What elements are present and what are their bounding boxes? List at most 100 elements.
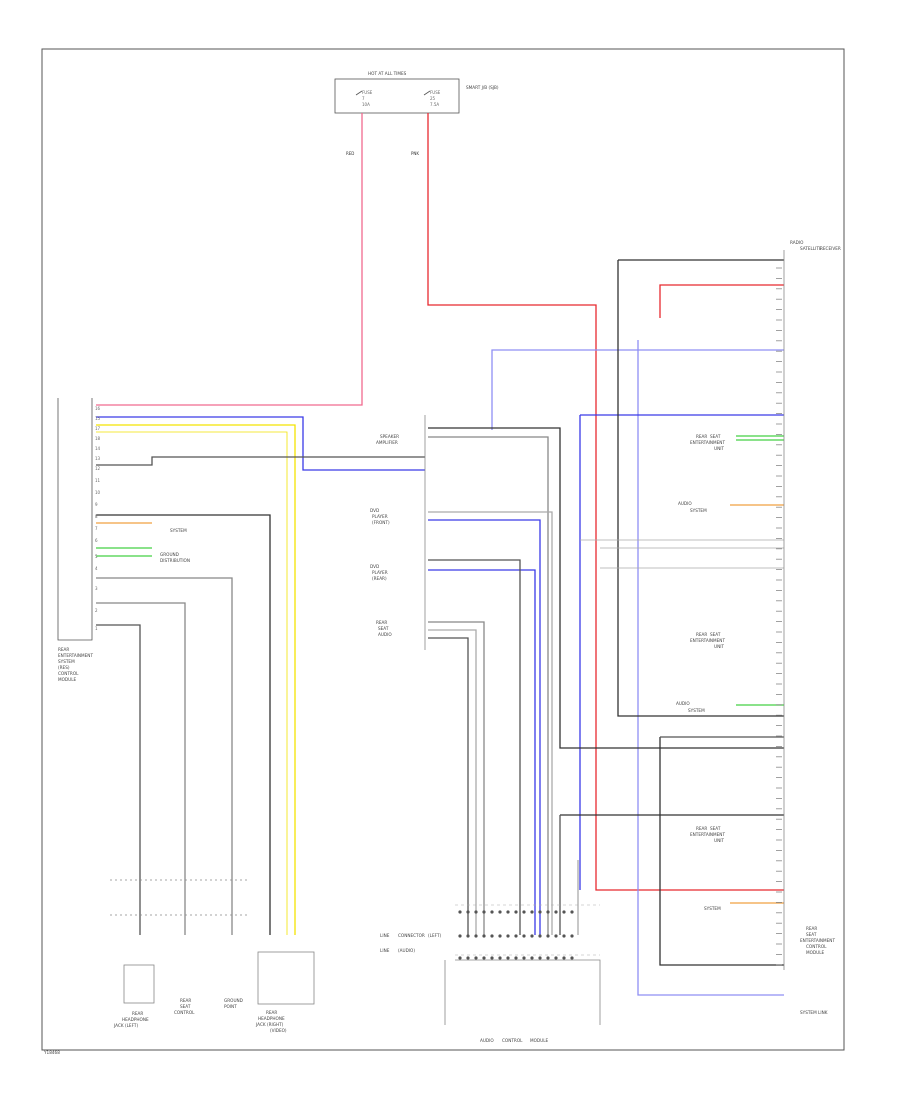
middle-label-2a: DVD bbox=[370, 508, 379, 513]
terminal-dot bbox=[458, 934, 462, 938]
ground-label-2: POINT bbox=[224, 1004, 237, 1009]
right-group-5-c: ENTERTAINMENT bbox=[690, 832, 725, 837]
headphone-left-label-1: REAR bbox=[132, 1011, 143, 1016]
left-module-label-6: MODULE bbox=[58, 677, 77, 682]
right-module-title-1: RADIO bbox=[790, 240, 804, 245]
terminal-dot bbox=[506, 910, 510, 914]
fuse-left-line-2: 7 bbox=[362, 96, 365, 101]
bottom-middle-sub-1: LINE bbox=[380, 948, 390, 953]
left-pin-12: 12 bbox=[95, 466, 101, 471]
fuse-box-side-label: SMART J/B (SJB) bbox=[466, 85, 499, 90]
left-annotation-ground-2: DISTRIBUTION bbox=[160, 558, 190, 563]
left-module-label-5: CONTROL bbox=[58, 671, 79, 676]
terminal-dot bbox=[466, 910, 470, 914]
terminal-dot bbox=[554, 934, 558, 938]
left-annotation-ground-1: GROUND bbox=[160, 552, 179, 557]
diagram-frame bbox=[41, 48, 845, 1051]
middle-label-2c: (FRONT) bbox=[372, 520, 390, 525]
terminal-dot bbox=[522, 910, 526, 914]
left-pin-6: 6 bbox=[95, 538, 98, 543]
rear-seat-label-3: CONTROL bbox=[174, 1010, 195, 1015]
rear-seat-label-2: SEAT bbox=[180, 1004, 191, 1009]
terminal-dot bbox=[498, 934, 502, 938]
ground-label-1: GROUND bbox=[224, 998, 243, 1003]
fuse-box-title: HOT AT ALL TIMES bbox=[368, 71, 407, 76]
wires bbox=[96, 113, 784, 996]
right-pins bbox=[776, 267, 782, 966]
fuse-right-line-3: 7.5A bbox=[430, 102, 439, 107]
middle-label-4a: REAR bbox=[376, 620, 387, 625]
right-group-1-c: ENTERTAINMENT bbox=[690, 440, 725, 445]
left-pin-2: 2 bbox=[95, 608, 98, 613]
right-bottom-label-2: SEAT bbox=[806, 932, 817, 937]
terminal-dot bbox=[562, 934, 566, 938]
bottom-middle-title-2: CONNECTOR bbox=[398, 933, 425, 938]
terminal-dot bbox=[466, 956, 470, 960]
right-group-5-d: UNIT bbox=[714, 838, 724, 843]
terminal-dot bbox=[570, 910, 574, 914]
right-group-4-a: AUDIO bbox=[676, 701, 690, 706]
terminal-dot bbox=[514, 910, 518, 914]
left-module-label-3: SYSTEM bbox=[58, 659, 75, 664]
right-group-3-c: ENTERTAINMENT bbox=[690, 638, 725, 643]
bottom-middle-module: LINE CONNECTOR (LEFT) LINE (AUDIO) AUDIO… bbox=[380, 904, 601, 1043]
terminal-dot bbox=[506, 956, 510, 960]
left-pin-13: 13 bbox=[95, 456, 101, 461]
terminal-dot bbox=[490, 910, 494, 914]
left-pin-10: 10 bbox=[95, 490, 101, 495]
right-module-title-3: RECEIVER bbox=[820, 246, 841, 251]
left-pin-8: 8 bbox=[95, 514, 98, 519]
right-group-1-b: SEAT bbox=[710, 434, 721, 439]
fuse-right-line-2: 25 bbox=[430, 96, 436, 101]
terminal-dot bbox=[562, 956, 566, 960]
bottom-middle-box-2: CONTROL bbox=[502, 1038, 523, 1043]
terminal-dot bbox=[522, 934, 526, 938]
middle-label-3b: PLAYER bbox=[372, 570, 388, 575]
terminal-dot bbox=[570, 956, 574, 960]
terminal-dot bbox=[482, 956, 486, 960]
right-group-1-d: UNIT bbox=[714, 446, 724, 451]
bottom-middle-sub-2: (AUDIO) bbox=[398, 948, 415, 953]
middle-label-1a: SPEAKER bbox=[380, 434, 399, 439]
middle-label-4b: SEAT bbox=[378, 626, 389, 631]
right-bottom-sub: SYSTEM LINK bbox=[800, 1010, 828, 1015]
left-pin-14: 14 bbox=[95, 446, 101, 451]
fuse-left-line-1: FUSE bbox=[362, 90, 373, 95]
right-module: RADIO SATELLITE RECEIVER REAR SEAT ENTER… bbox=[676, 240, 841, 1015]
right-group-5-a: REAR bbox=[696, 826, 707, 831]
terminal-dot bbox=[554, 910, 558, 914]
headphone-left-label-2: HEADPHONE bbox=[122, 1017, 149, 1022]
bottom-middle-box-3: MODULE bbox=[530, 1038, 549, 1043]
terminal-dot bbox=[474, 956, 478, 960]
fuse-box: HOT AT ALL TIMES SMART J/B (SJB) FUSE 7 … bbox=[334, 71, 499, 114]
left-pin-11: 11 bbox=[95, 478, 101, 483]
middle-label-3a: DVD bbox=[370, 564, 379, 569]
terminal-dot bbox=[474, 910, 478, 914]
terminal-dot bbox=[514, 934, 518, 938]
left-pin-9: 9 bbox=[95, 502, 98, 507]
terminal-dot bbox=[458, 910, 462, 914]
wire-label-pink: PNK bbox=[411, 151, 419, 156]
rear-seat-label-1: REAR bbox=[180, 998, 191, 1003]
terminal-dot bbox=[482, 934, 486, 938]
middle-label-1b: AMPLIFIER bbox=[376, 440, 398, 445]
headphone-right-label-2: HEADPHONE bbox=[258, 1016, 285, 1021]
terminal-dot bbox=[514, 956, 518, 960]
left-pin-18: 18 bbox=[95, 436, 101, 441]
terminal-dot bbox=[482, 910, 486, 914]
left-module-label-4: (RES) bbox=[58, 665, 70, 670]
middle-label-3c: (REAR) bbox=[372, 576, 387, 581]
terminal-dot bbox=[466, 934, 470, 938]
terminal-dot bbox=[562, 910, 566, 914]
headphone-right-label-4: (VIDEO) bbox=[270, 1028, 287, 1033]
terminal-dot bbox=[458, 956, 462, 960]
right-group-1-a: REAR bbox=[696, 434, 707, 439]
middle-connector: SPEAKER AMPLIFIER DVD PLAYER (FRONT) DVD… bbox=[370, 415, 426, 650]
left-pin-16: 16 bbox=[95, 406, 101, 411]
headphone-left-label-3: JACK (LEFT) bbox=[113, 1023, 138, 1028]
terminal-dot bbox=[506, 934, 510, 938]
right-group-5-b: SEAT bbox=[710, 826, 721, 831]
left-pin-15: 15 bbox=[95, 416, 101, 421]
left-pin-4: 4 bbox=[95, 566, 98, 571]
